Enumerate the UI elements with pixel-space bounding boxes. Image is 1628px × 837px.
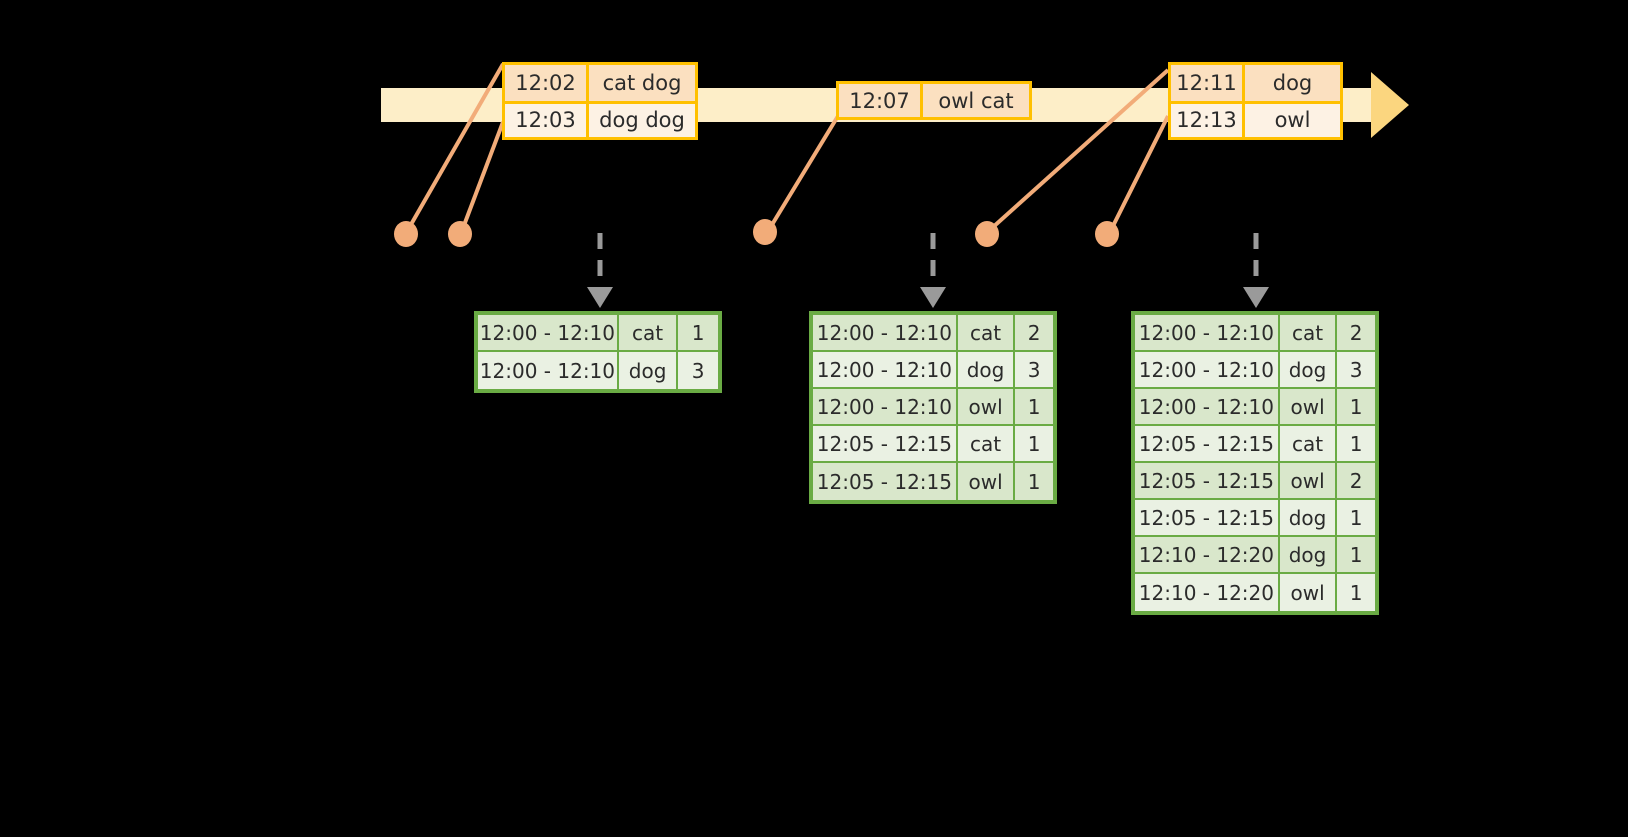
count-cell: 1 [1337, 389, 1376, 426]
event-value: dog [1272, 70, 1313, 95]
window-cell: 12:10 - 12:20 [1135, 574, 1280, 611]
event-dot-2 [448, 221, 472, 247]
window-cell: 12:00 - 12:10 [1135, 315, 1280, 352]
word-cell: owl [1280, 574, 1338, 611]
word-cell: cat [1279, 426, 1338, 463]
event-time: 12:02 [505, 65, 589, 101]
word-cell: cat [1279, 315, 1338, 352]
window-cell: 12:00 - 12:10 [813, 315, 958, 352]
window-cell: 12:00 - 12:10 [478, 315, 619, 352]
word-cell: owl [958, 463, 1016, 500]
count-cell: 3 [1015, 352, 1054, 389]
word-cell: dog [1279, 537, 1338, 574]
count-cell: 3 [691, 358, 705, 383]
word-cell: cat [957, 315, 1016, 352]
word-cell: cat [618, 315, 679, 352]
count-cell: 1 [1015, 426, 1054, 463]
word-cell: dog [957, 352, 1016, 389]
event-row: 12:03 dog dog [505, 100, 695, 137]
word-cell: owl [957, 389, 1016, 426]
word-cell: dog [1279, 352, 1338, 389]
count-cell: 1 [1349, 580, 1363, 605]
event-group-2[interactable]: 12:07 owl cat [836, 81, 1032, 120]
event-row: 12:07 owl cat [839, 84, 1029, 117]
event-value: owl cat [938, 88, 1014, 113]
event-dot-1 [394, 221, 418, 247]
window-cell: 12:05 - 12:15 [813, 463, 958, 500]
window-cell: 12:00 - 12:10 [813, 352, 958, 389]
window-cell: 12:05 - 12:15 [813, 426, 958, 463]
count-cell: 1 [1337, 500, 1376, 537]
event-dot-5 [1095, 221, 1119, 247]
count-cell: 1 [1337, 426, 1376, 463]
window-cell: 12:00 - 12:10 [1135, 352, 1280, 389]
word-cell: cat [957, 426, 1016, 463]
event-dot-4 [975, 221, 999, 247]
word-cell: owl [1279, 389, 1338, 426]
event-time: 12:07 [839, 84, 923, 117]
event-group-1[interactable]: 12:02 cat dog 12:03 dog dog [502, 62, 698, 140]
event-time: 12:03 [505, 103, 589, 137]
event-row: 12:02 cat dog [505, 65, 695, 101]
event-time: 12:13 [1171, 103, 1245, 137]
event-row: 12:13 owl [1171, 100, 1340, 137]
event-value: cat dog [602, 70, 682, 95]
count-cell: 1 [1015, 389, 1054, 426]
window-cell: 12:05 - 12:15 [1135, 426, 1280, 463]
window-cell: 12:00 - 12:10 [1135, 389, 1280, 426]
count-cell: 1 [1337, 537, 1376, 574]
window-cell: 12:00 - 12:10 [813, 389, 958, 426]
count-cell: 2 [1015, 315, 1054, 352]
timeline-arrow-icon [1371, 72, 1409, 138]
count-cell: 2 [1337, 315, 1376, 352]
word-cell: dog [619, 352, 679, 389]
word-cell: dog [1279, 500, 1338, 537]
window-cell: 12:05 - 12:15 [1135, 500, 1280, 537]
word-cell: owl [1279, 463, 1338, 500]
window-cell: 12:05 - 12:15 [1135, 463, 1280, 500]
window-cell: 12:00 - 12:10 [478, 352, 619, 389]
count-cell: 2 [1337, 463, 1376, 500]
window-cell: 12:10 - 12:20 [1135, 537, 1280, 574]
event-value: owl [1274, 108, 1311, 133]
event-row: 12:11 dog [1171, 65, 1340, 101]
event-time: 12:11 [1171, 65, 1245, 101]
count-cell: 1 [678, 315, 718, 352]
event-dot-3 [753, 219, 777, 245]
count-cell: 3 [1337, 352, 1376, 389]
event-value: dog dog [599, 108, 685, 133]
event-group-3[interactable]: 12:11 dog 12:13 owl [1168, 62, 1343, 140]
count-cell: 1 [1027, 469, 1041, 494]
